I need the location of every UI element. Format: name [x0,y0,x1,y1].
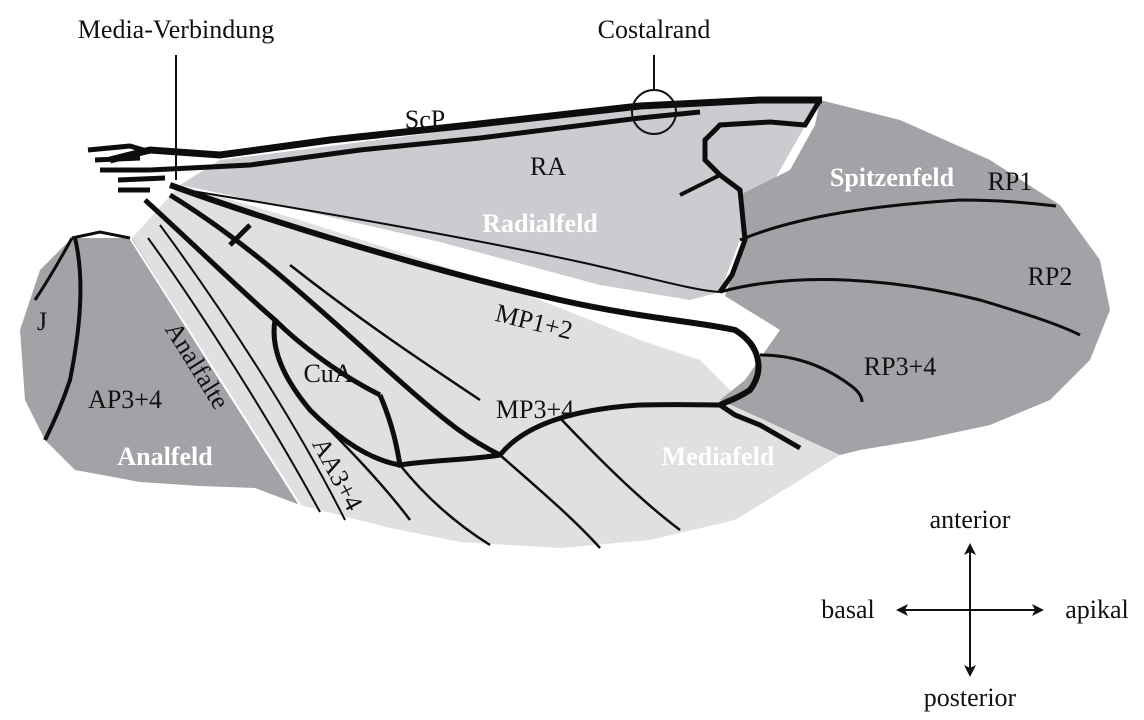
anal-base [72,232,130,238]
label-anterior: anterior [930,505,1011,534]
label-basal: basal [821,595,874,624]
label-ap3-4: AP3+4 [88,385,162,414]
label-mp3-4: MP3+4 [496,395,574,424]
label-ra: RA [530,152,566,181]
label-apikal: apikal [1065,595,1129,624]
field-label-analfeld: Analfeld [117,442,213,471]
label-j: J [37,307,47,336]
label-media-verbindung: Media-Verbindung [78,15,274,44]
label-costalrand: Costalrand [598,15,711,44]
label-cua: CuA [303,359,352,388]
label-rp3-4: RP3+4 [864,352,936,381]
label-rp1: RP1 [988,167,1033,196]
label-scp: ScP [405,105,445,134]
field-label-spitzenfeld: Spitzenfeld [830,163,955,192]
label-posterior: posterior [924,683,1017,712]
label-rp2: RP2 [1028,262,1073,291]
field-label-radialfeld: Radialfeld [482,209,598,238]
field-label-mediafeld: Mediafeld [662,442,775,471]
